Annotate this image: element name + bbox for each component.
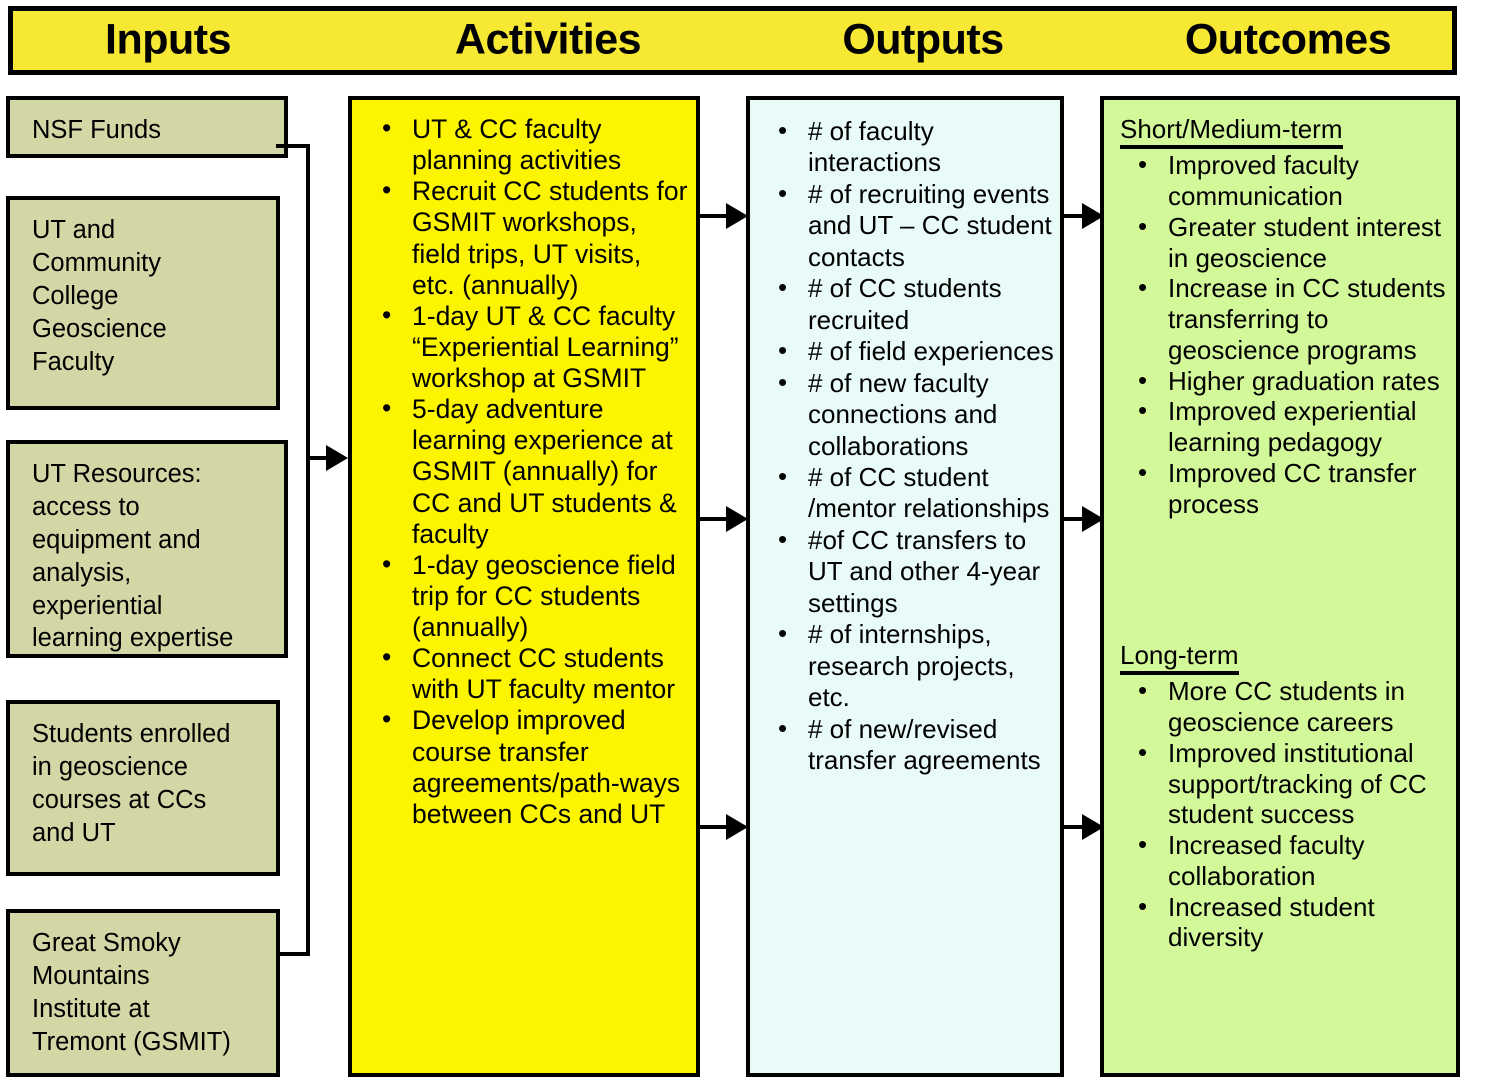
outcomes-list-item: Increase in CC students transferring to … — [1120, 272, 1448, 365]
input-box-ut-resources-text: UT Resources: access to equipment and an… — [32, 460, 234, 653]
column-header-inputs: Inputs — [105, 15, 231, 64]
outcomes-short-medium-heading: Short/Medium-term — [1120, 114, 1343, 150]
connector-outputs-to-outcomes-line-2 — [1064, 517, 1088, 521]
outcomes-short-medium-group: Short/Medium-term Improved faculty commu… — [1120, 114, 1448, 520]
connector-inputs-to-activities-line — [306, 456, 330, 460]
connector-activities-to-outputs-line-2 — [700, 517, 730, 521]
outcomes-list-item: More CC students in geoscience careers — [1120, 675, 1448, 738]
outcomes-short-medium-list: Improved faculty communication Greater s… — [1120, 149, 1448, 520]
outputs-list-item: # of new/revised transfer agreements — [760, 713, 1054, 777]
outputs-list-item: # of new faculty connections and collabo… — [760, 367, 1054, 462]
activities-list-item: Recruit CC students for GSMIT workshops,… — [364, 175, 688, 301]
activities-list-item: 1-day UT & CC faculty “Experiential Lear… — [364, 300, 688, 394]
activities-list-item: 1-day geoscience field trip for CC stude… — [364, 549, 688, 643]
input-box-faculty-text: UT and Community College Geoscience Facu… — [32, 216, 167, 376]
outcomes-box: Short/Medium-term Improved faculty commu… — [1100, 96, 1460, 1077]
connector-outputs-to-outcomes-line-1 — [1064, 214, 1088, 218]
connector-bracket-bottom — [276, 952, 310, 956]
column-header-outcomes: Outcomes — [1184, 15, 1392, 64]
input-box-students-enrolled: Students enrolled in geoscience courses … — [6, 700, 280, 876]
input-box-gsmit: Great Smoky Mountains Institute at Tremo… — [6, 909, 280, 1077]
input-box-students-enrolled-text: Students enrolled in geoscience courses … — [32, 720, 231, 847]
outcomes-long-term-list: More CC students in geoscience careers I… — [1120, 675, 1448, 954]
connector-outputs-to-outcomes-line-3 — [1064, 825, 1088, 829]
activities-list-item: Develop improved course transfer agreeme… — [364, 704, 688, 830]
connector-bracket-spine — [306, 144, 310, 956]
connector-inputs-to-activities-arrowhead — [326, 445, 348, 471]
outcomes-list-item: Improved experiential learning pedagogy — [1120, 395, 1448, 458]
outcomes-list-item: Increased faculty collaboration — [1120, 829, 1448, 892]
column-header-activities: Activities — [454, 15, 642, 64]
connector-activities-to-outputs-arrowhead-2 — [726, 506, 748, 532]
activities-box: UT & CC faculty planning activities Recr… — [348, 96, 700, 1077]
activities-list-item: Connect CC students with UT faculty ment… — [364, 642, 688, 705]
input-box-faculty: UT and Community College Geoscience Facu… — [6, 196, 280, 410]
input-box-gsmit-text: Great Smoky Mountains Institute at Tremo… — [32, 929, 231, 1056]
outputs-list: # of faculty interactions # of recruitin… — [760, 115, 1054, 777]
outputs-list-item: # of field experiences — [760, 335, 1054, 367]
connector-activities-to-outputs-line-1 — [700, 214, 730, 218]
input-box-ut-resources: UT Resources: access to equipment and an… — [6, 440, 288, 658]
outputs-list-item: #of CC transfers to UT and other 4-year … — [760, 524, 1054, 619]
outputs-box: # of faculty interactions # of recruitin… — [746, 96, 1064, 1077]
input-box-nsf-funds-text: NSF Funds — [32, 116, 161, 144]
connector-bracket-top — [276, 144, 310, 148]
outputs-list-item: # of internships, research projects, etc… — [760, 618, 1054, 713]
outputs-list-item: # of CC student /mentor relationships — [760, 461, 1054, 525]
activities-list: UT & CC faculty planning activities Recr… — [364, 113, 688, 830]
outcomes-list-item: Greater student interest in geoscience — [1120, 211, 1448, 274]
column-header-outputs: Outputs — [842, 15, 1004, 64]
connector-activities-to-outputs-arrowhead-1 — [726, 203, 748, 229]
connector-outputs-to-outcomes-arrowhead-2 — [1082, 506, 1104, 532]
activities-list-item: 5-day adventure learning experience at G… — [364, 393, 688, 550]
outcomes-list-item: Higher graduation rates — [1120, 365, 1448, 397]
connector-outputs-to-outcomes-arrowhead-3 — [1082, 814, 1104, 840]
column-header-band: Inputs Activities Outputs Outcomes — [8, 6, 1457, 75]
outcomes-long-term-heading: Long-term — [1120, 640, 1239, 676]
outcomes-list-item: Improved CC transfer process — [1120, 457, 1448, 520]
outcomes-long-term-group: Long-term More CC students in geoscience… — [1120, 640, 1448, 953]
outputs-list-item: # of faculty interactions — [760, 115, 1054, 179]
connector-outputs-to-outcomes-arrowhead-1 — [1082, 203, 1104, 229]
outcomes-list-item: Improved faculty communication — [1120, 149, 1448, 212]
outputs-list-item: # of CC students recruited — [760, 272, 1054, 336]
connector-activities-to-outputs-line-3 — [700, 825, 730, 829]
connector-activities-to-outputs-arrowhead-3 — [726, 814, 748, 840]
outputs-list-item: # of recruiting events and UT – CC stude… — [760, 178, 1054, 273]
outcomes-list-item: Improved institutional support/tracking … — [1120, 737, 1448, 830]
activities-list-item: UT & CC faculty planning activities — [364, 113, 688, 176]
input-box-nsf-funds: NSF Funds — [6, 96, 288, 158]
outcomes-list-item: Increased student diversity — [1120, 891, 1448, 954]
